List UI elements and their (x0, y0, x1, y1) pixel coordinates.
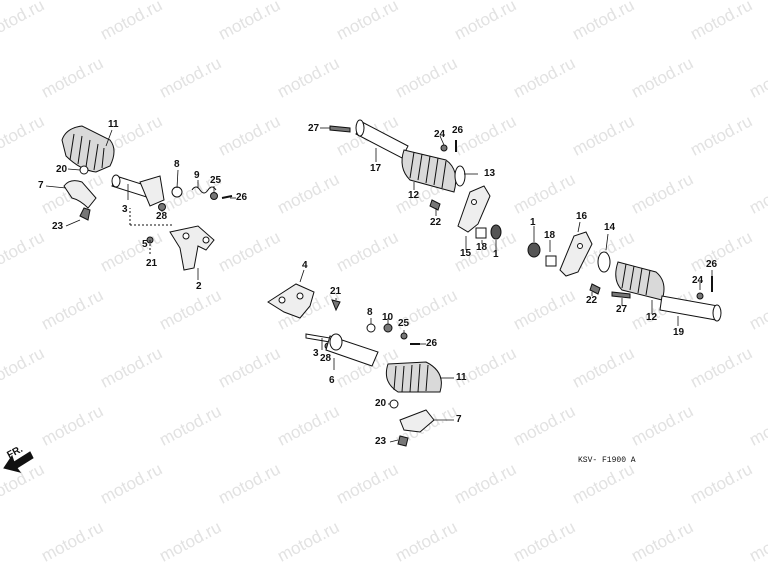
ball-24-top (440, 144, 448, 152)
bracket-2 (169, 225, 215, 271)
part-label-7: 7 (456, 414, 462, 425)
part-label-15: 15 (460, 248, 472, 259)
part-label-11: 11 (108, 119, 119, 130)
part-label-8: 8 (174, 159, 180, 170)
part-label-4: 4 (302, 260, 308, 271)
part-label-1: 1 (530, 217, 536, 228)
washer-13 (454, 165, 466, 187)
cotter-pin-26-left (221, 195, 233, 199)
bracket-15 (457, 185, 491, 233)
leader-lines (45, 127, 713, 443)
part-label-26: 26 (426, 338, 438, 349)
collar-18-right (545, 255, 557, 267)
part-label-25: 25 (210, 175, 222, 186)
part-label-24: 24 (692, 275, 704, 286)
part-label-17: 17 (370, 163, 382, 174)
bolt-23-bottom (397, 435, 409, 447)
part-label-3: 3 (313, 348, 319, 359)
bolt-22-right (589, 283, 601, 295)
bolt-21-bottom (331, 299, 341, 312)
footpeg-rubber-top-left (61, 125, 115, 173)
part-label-27: 27 (616, 304, 628, 315)
diagram-code: KSV- F1900 A (578, 456, 636, 465)
footpeg-rubber-12-right (615, 261, 665, 301)
bracket-7-left (63, 180, 97, 209)
part-label-2: 2 (196, 281, 202, 292)
part-label-13: 13 (484, 168, 496, 179)
spring-9-left (191, 186, 217, 194)
bolt-23-left (79, 207, 91, 221)
footpeg-rubber-11-bottom (385, 361, 442, 393)
part-label-26: 26 (706, 259, 718, 270)
collar-18-top (475, 227, 487, 239)
part-label-18: 18 (544, 230, 556, 241)
part-label-26: 26 (452, 125, 464, 136)
bracket-7-bottom (399, 409, 435, 433)
bolt-22-top (429, 199, 441, 211)
part-label-27: 27 (308, 123, 320, 134)
washer-25-bottom (400, 332, 408, 340)
washer-14 (597, 251, 611, 273)
part-label-28: 28 (156, 211, 168, 222)
part-label-21: 21 (330, 286, 342, 297)
front-direction-arrow-icon (3, 451, 34, 473)
part-label-23: 23 (52, 221, 64, 232)
pin-27-top (329, 125, 351, 133)
washer-25-left (210, 192, 218, 200)
part-label-25: 25 (398, 318, 410, 329)
part-label-19: 19 (673, 327, 685, 338)
bracket-4 (267, 283, 315, 319)
part-label-10: 10 (382, 312, 394, 323)
part-label-20: 20 (375, 398, 387, 409)
part-label-21: 21 (146, 258, 158, 269)
part-label-12: 12 (646, 312, 658, 323)
part-label-7: 7 (38, 180, 44, 191)
part-label-6: 6 (329, 375, 335, 386)
footpeg-rubber-12-center (401, 149, 457, 193)
part-label-3: 3 (122, 204, 128, 215)
pin-27-right (611, 291, 631, 299)
part-label-22: 22 (430, 217, 442, 228)
part-label-12: 12 (408, 190, 420, 201)
part-label-24: 24 (434, 129, 446, 140)
bracket-16 (559, 231, 593, 277)
part-label-1: 1 (493, 249, 499, 260)
ball-24-right (696, 292, 704, 300)
bolt-3-bottom (305, 333, 331, 343)
part-label-16: 16 (576, 211, 588, 222)
part-label-14: 14 (604, 222, 616, 233)
part-label-20: 20 (56, 164, 68, 175)
washer-10 (383, 323, 393, 333)
collar-20-bottom (389, 399, 399, 409)
washer-8-left (171, 186, 183, 198)
bearing-1-top (490, 224, 502, 240)
part-label-5: 5 (142, 239, 148, 250)
washer-8-bottom (366, 323, 376, 333)
part-label-28: 28 (320, 353, 332, 364)
part-label-26: 26 (236, 192, 248, 203)
part-label-22: 22 (586, 295, 598, 306)
part-label-9: 9 (194, 170, 200, 181)
part-label-18: 18 (476, 242, 488, 253)
part-label-23: 23 (375, 436, 387, 447)
pivot-pin-19 (659, 295, 719, 321)
part-label-11: 11 (456, 372, 467, 383)
collar-20-left (79, 165, 89, 175)
bearing-1-right (527, 242, 541, 258)
part-label-8: 8 (367, 307, 373, 318)
ball-28-left (158, 203, 166, 211)
